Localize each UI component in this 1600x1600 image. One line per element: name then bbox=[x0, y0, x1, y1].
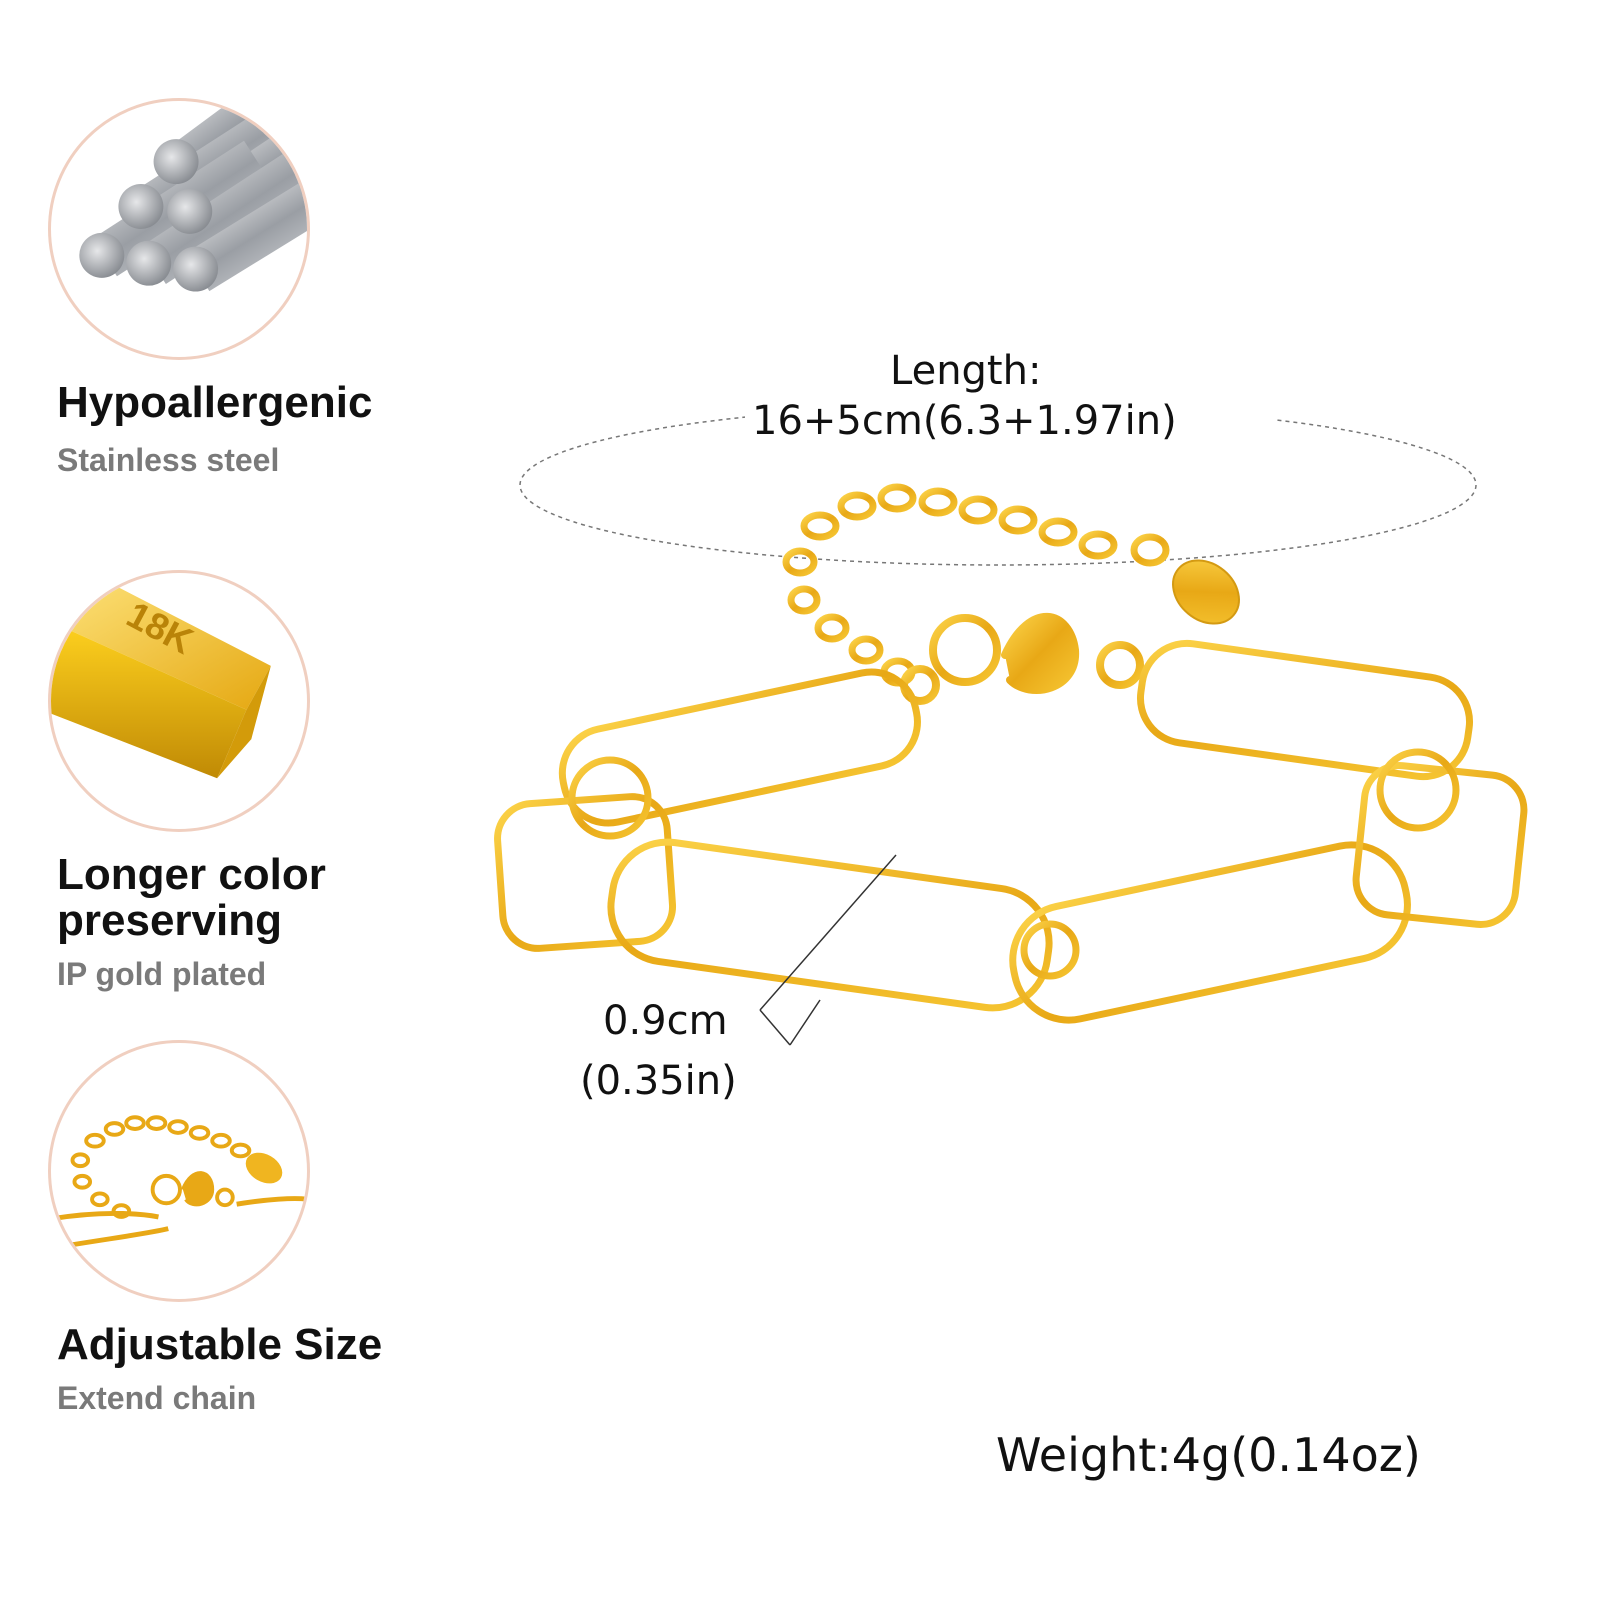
feature-subtitle-steel: Stainless steel bbox=[57, 442, 280, 478]
gold-bar-icon: 18K bbox=[51, 582, 271, 779]
extend-chain-icon bbox=[51, 1115, 307, 1251]
length-value: 16+5cm(6.3+1.97in) bbox=[752, 398, 1177, 444]
width-measure-lines bbox=[759, 854, 897, 1046]
brand-tag bbox=[1172, 559, 1240, 625]
feature-title-hypoallergenic: Hypoallergenic bbox=[57, 378, 373, 427]
extension-chain bbox=[782, 483, 1170, 687]
feature-chain-circle bbox=[48, 1040, 310, 1302]
feature-steel-circle bbox=[48, 98, 310, 360]
weight-label: Weight:4g(0.14oz) bbox=[996, 1428, 1421, 1482]
steel-rods-icon bbox=[79, 101, 307, 292]
length-label: Length: bbox=[890, 348, 1042, 394]
feature-title-adjustable: Adjustable Size bbox=[57, 1320, 383, 1369]
feature-gold-circle: 18K bbox=[48, 570, 310, 832]
feature-subtitle-gold: IP gold plated bbox=[57, 956, 267, 992]
width-value-cm: 0.9cm bbox=[603, 998, 728, 1044]
feature-subtitle-chain: Extend chain bbox=[57, 1380, 257, 1416]
width-value-in: (0.35in) bbox=[580, 1058, 737, 1104]
lobster-clasp bbox=[900, 612, 1144, 705]
bracelet-links bbox=[494, 639, 1528, 1024]
feature-title-color: Longer color preserving bbox=[57, 850, 326, 945]
